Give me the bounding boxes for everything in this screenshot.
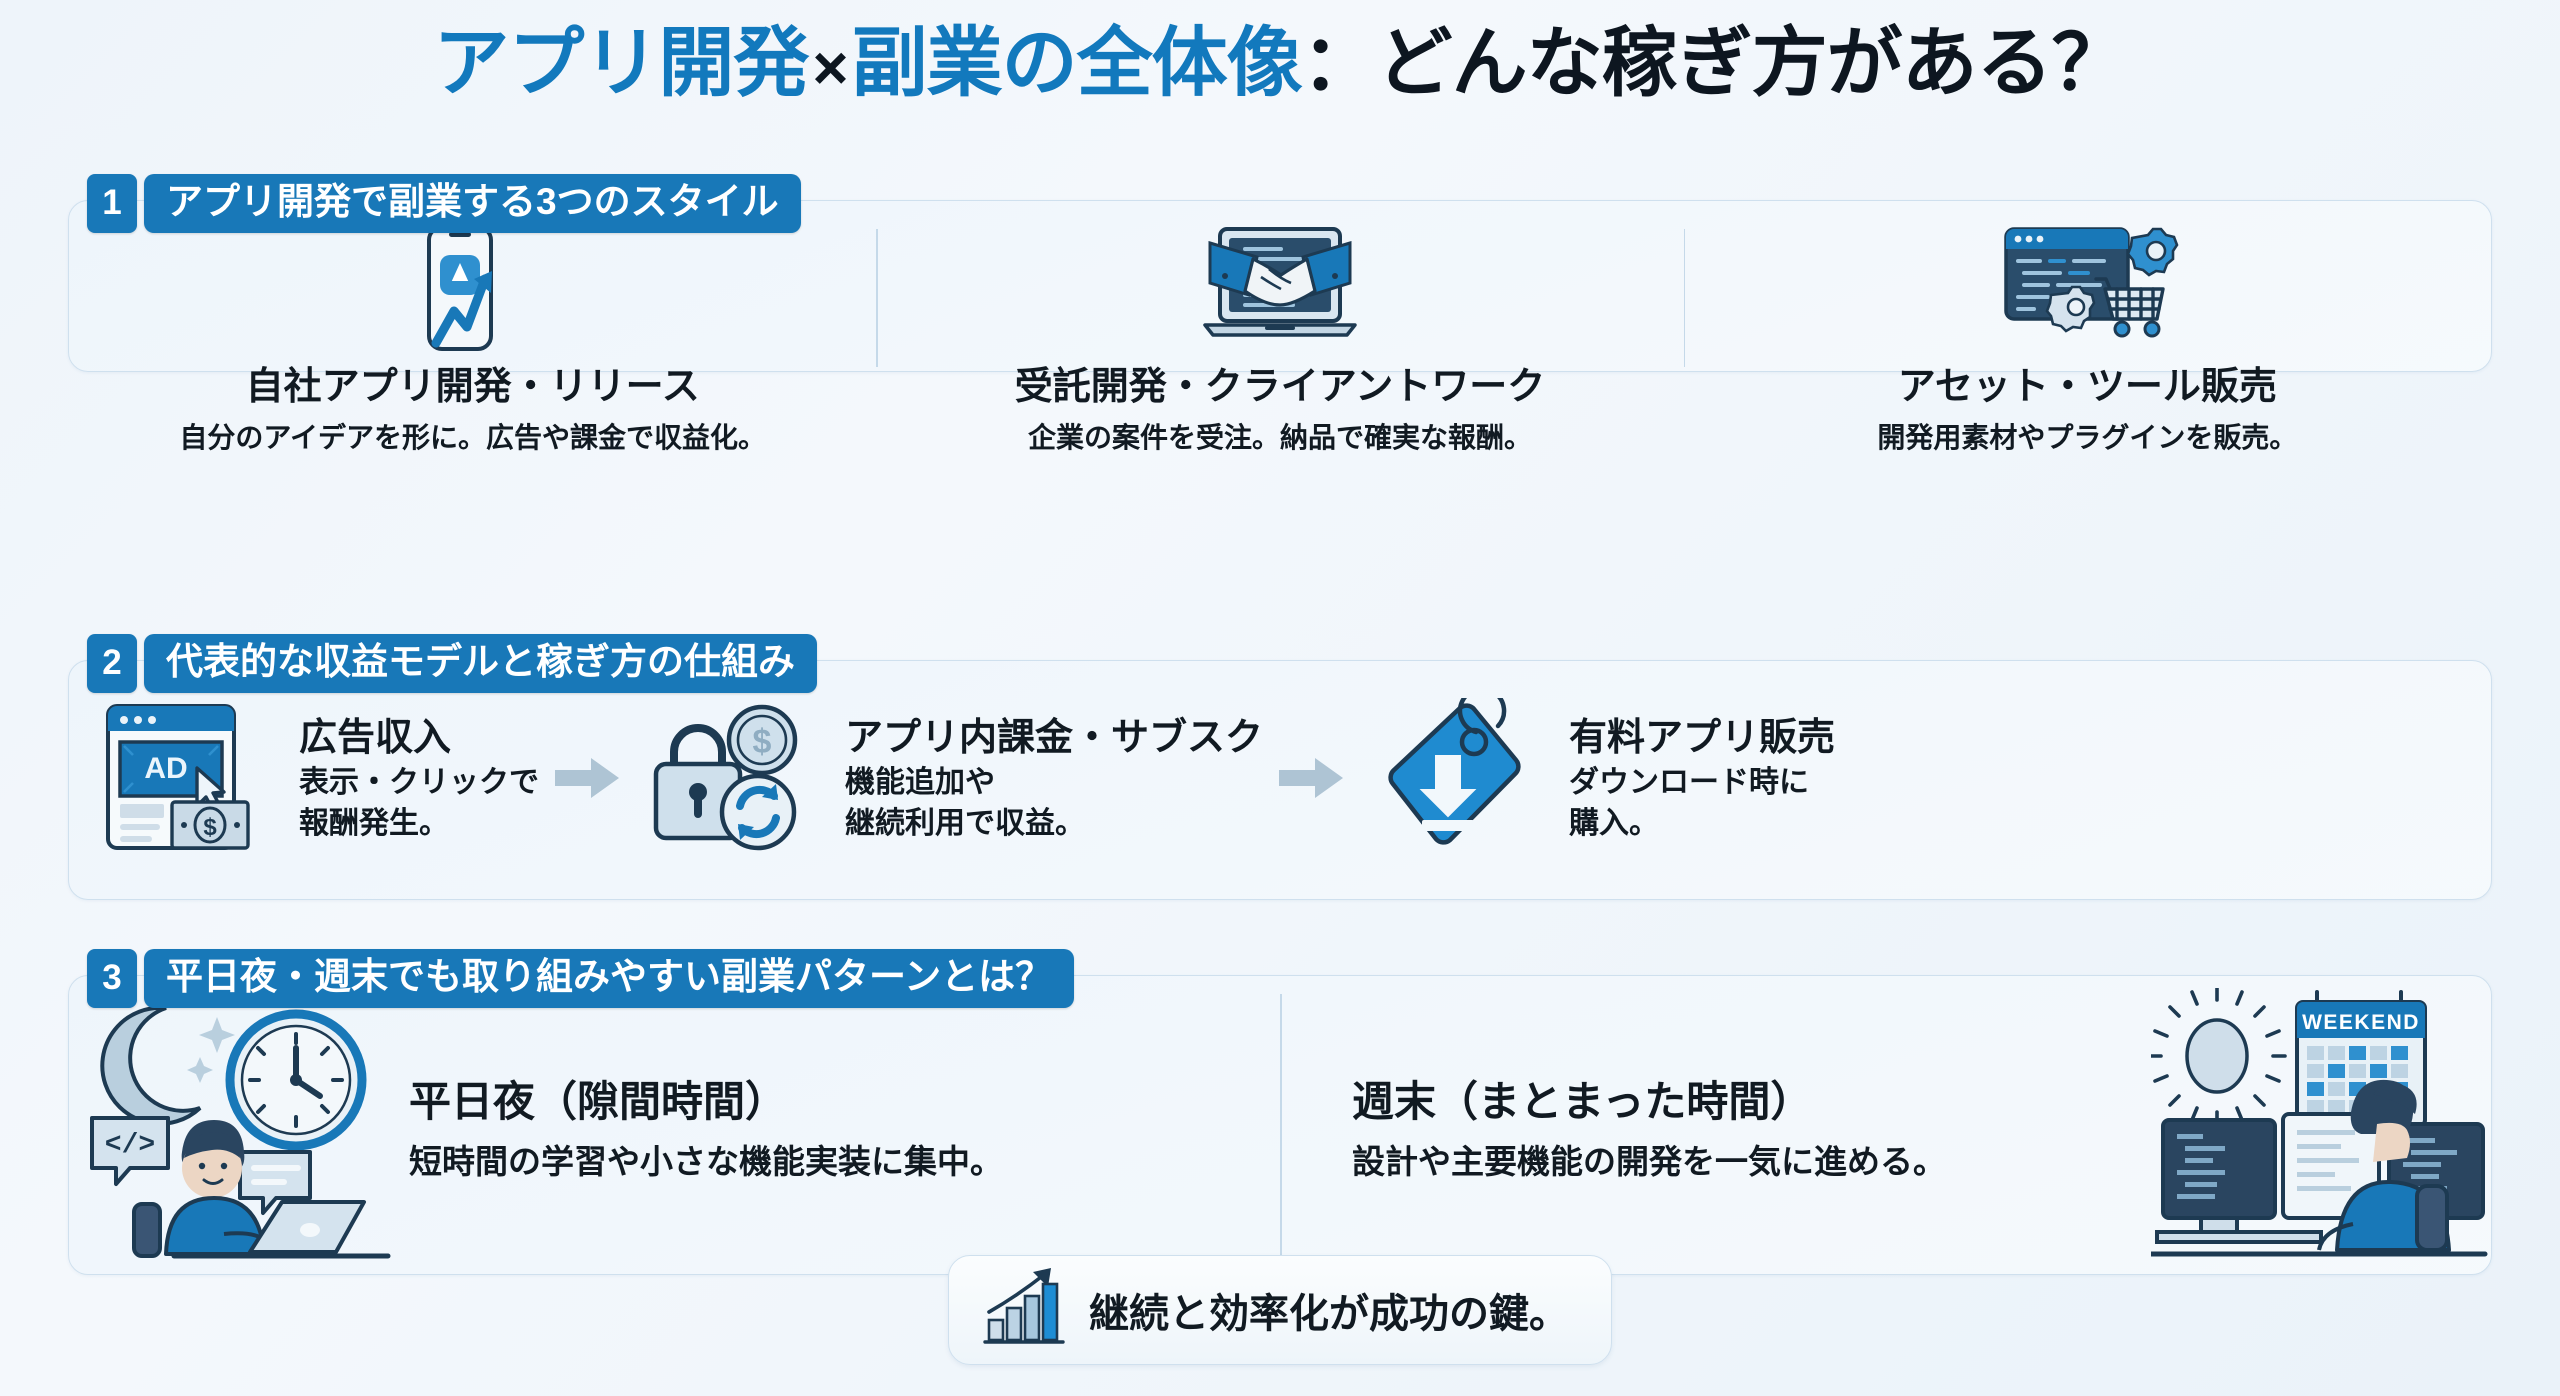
section-1-number: 1 [87, 174, 137, 233]
svg-text:AD: AD [144, 752, 187, 785]
title-highlight-1: アプリ開発 [433, 21, 809, 106]
schedule-panel-text: 週末（まとまった時間） 設計や主要機能の開発を一気に進める。 [1280, 1068, 2151, 1183]
calendar-weekend-label: WEEKEND [2302, 1011, 2420, 1034]
ad-browser-money-icon: AD $ [89, 698, 279, 863]
footer-text: 継続と効率化が成功の鍵。 [1089, 1292, 1569, 1336]
growth-bar-chart-icon [983, 1267, 1071, 1353]
lock-coin-subscription-icon: $ [635, 698, 825, 863]
schedule-panel-title: 週末（まとまった時間） [1352, 1077, 1813, 1125]
revenue-model-text: 有料アプリ販売 ダウンロード時に 購入。 [1569, 717, 1835, 843]
title-highlight-2: 副業の全体像 [851, 21, 1303, 106]
style-card-title: 受託開発・クライアントワーク [1014, 366, 1546, 408]
revenue-model-ads[interactable]: AD $ 広告収入 表示・クリックで 報 [89, 698, 539, 863]
section-3-number: 3 [87, 949, 137, 1008]
schedule-panel-text: 平日夜（隙間時間） 短時間の学習や小さな機能実装に集中。 [409, 1068, 1280, 1183]
revenue-model-iap-subscription[interactable]: $ アプリ内課金・サブスク 機能追加や 継続利用で収益。 [635, 698, 1263, 863]
schedule-panel-weeknight[interactable]: </> [69, 976, 1280, 1274]
arrow-right-icon [555, 756, 619, 805]
section-revenue-models: 2 代表的な収益モデルと稼ぎ方の仕組み AD [68, 634, 2492, 900]
schedule-panel-desc: 短時間の学習や小さな機能実装に集中。 [409, 1142, 1003, 1180]
section-schedule-patterns: 3 平日夜・週末でも取り組みやすい副業パターンとは？ [68, 949, 2492, 1275]
arrow-right-icon [1279, 756, 1344, 805]
revenue-model-title: 有料アプリ販売 [1569, 717, 1836, 760]
section-2-header: 2 代表的な収益モデルと稼ぎ方の仕組み [87, 634, 817, 693]
revenue-model-paid-app[interactable]: 有料アプリ販売 ダウンロード時に 購入。 [1359, 697, 1835, 863]
svg-text:$: $ [203, 814, 217, 841]
laptop-handshake-icon [1165, 223, 1395, 353]
section-3-header: 3 平日夜・週末でも取り組みやすい副業パターンとは？ [87, 949, 1075, 1008]
style-card-own-app[interactable]: 自社アプリ開発・リリース 自分のアイデアを形に。広告や課金で収益化。 [69, 223, 876, 453]
price-tag-download-icon [1359, 697, 1549, 863]
revenue-model-title: アプリ内課金・サブスク [845, 717, 1264, 760]
schedule-panel-title: 平日夜（隙間時間） [409, 1077, 788, 1125]
style-card-desc: 開発用素材やプラグインを販売。 [1877, 422, 2298, 453]
moon-clock-developer-icon: </> [69, 990, 409, 1260]
title-times-symbol: × [812, 34, 848, 103]
style-card-desc: 自分のアイデアを形に。広告や課金で収益化。 [179, 422, 766, 453]
section-1-header: 1 アプリ開発で副業する3つのスタイル [87, 174, 801, 233]
style-card-asset-sales[interactable]: アセット・ツール販売 開発用素材やプラグインを販売。 [1683, 223, 2491, 453]
svg-text:$: $ [753, 723, 772, 761]
revenue-model-desc-line-1: 機能追加や [845, 765, 995, 799]
section-2-number: 2 [87, 634, 137, 693]
section-styles: 1 アプリ開発で副業する3つのスタイル 自社アプリ開発・リリース 自分のアイデア… [68, 174, 2492, 453]
svg-text:</>: </> [105, 1130, 155, 1161]
revenue-model-desc-line-2: 報酬発生。 [299, 806, 449, 840]
section-3-title: 平日夜・週末でも取り組みやすい副業パターンとは？ [144, 949, 1075, 1008]
revenue-model-title: 広告収入 [299, 717, 452, 760]
revenue-model-text: アプリ内課金・サブスク 機能追加や 継続利用で収益。 [845, 717, 1263, 843]
style-card-title: 自社アプリ開発・リリース [245, 366, 700, 408]
code-window-gears-cart-icon [1972, 223, 2202, 353]
section-2-title: 代表的な収益モデルと稼ぎ方の仕組み [144, 634, 817, 693]
footer-key-message-badge: 継続と効率化が成功の鍵。 [948, 1255, 1612, 1365]
style-card-desc: 企業の案件を受注。納品で確実な報酬。 [1027, 422, 1532, 453]
revenue-model-desc-line-2: 継続利用で収益。 [845, 806, 1085, 840]
style-card-title: アセット・ツール販売 [1897, 366, 2277, 408]
revenue-model-desc-line-2: 購入。 [1569, 806, 1660, 840]
section-1-title: アプリ開発で副業する3つのスタイル [144, 174, 801, 233]
phone-appstore-growth-icon [373, 223, 573, 353]
title-rest: ：どんな稼ぎ方がある？ [1301, 21, 2128, 106]
revenue-model-desc-line-1: 表示・クリックで [299, 765, 539, 799]
schedule-panel-desc: 設計や主要機能の開発を一気に進める。 [1352, 1142, 1946, 1180]
style-card-client-work[interactable]: 受託開発・クライアントワーク 企業の案件を受注。納品で確実な報酬。 [876, 223, 1683, 453]
revenue-model-text: 広告収入 表示・クリックで 報酬発生。 [299, 717, 539, 843]
schedule-panel-weekend[interactable]: 週末（まとまった時間） 設計や主要機能の開発を一気に進める。 WEEKEND [1280, 976, 2491, 1274]
page-title: アプリ開発×副業の全体像：どんな稼ぎ方がある？ [0, 0, 2560, 118]
sun-weekend-calendar-developer-icon: WEEKEND [2151, 987, 2491, 1263]
revenue-model-desc-line-1: ダウンロード時に [1569, 765, 1810, 799]
